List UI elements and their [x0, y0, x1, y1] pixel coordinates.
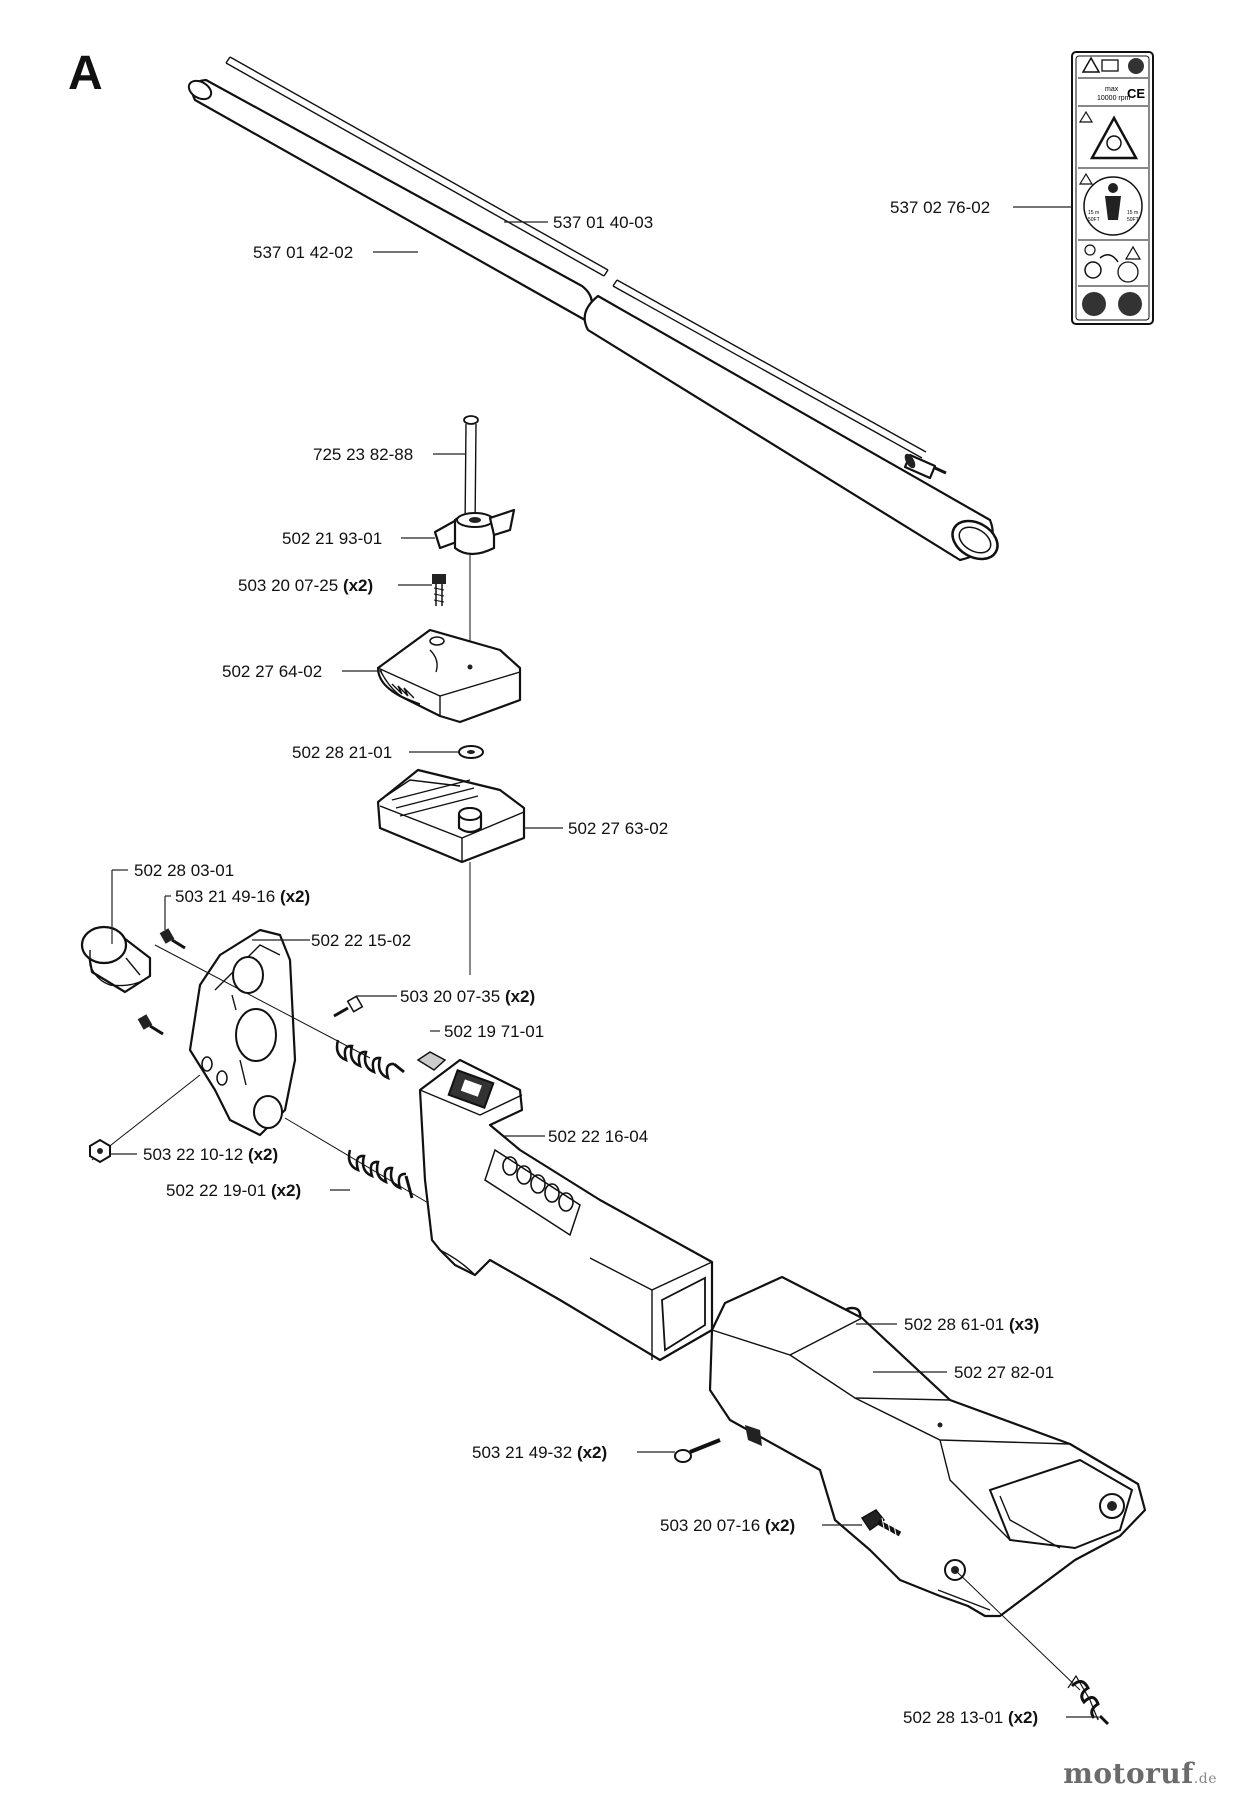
screw-503-20-07-35	[333, 995, 364, 1018]
handle-housing	[418, 1058, 714, 1362]
manual-book-icon	[1101, 59, 1119, 72]
drive-shaft	[225, 56, 927, 459]
warning-triangle-icon	[1124, 245, 1142, 260]
part-label-502-27-82-01: 502 27 82-01	[954, 1363, 1054, 1382]
part-label-537-01-40-03: 537 01 40-03	[553, 213, 653, 232]
wing-nut	[433, 508, 516, 556]
watermark-logo: motoruf.de	[1063, 1757, 1217, 1790]
part-label-502-22-16-04: 502 22 16-04	[548, 1127, 648, 1146]
warning-triangle-icon	[1078, 172, 1094, 185]
screw-503-20-07-16	[860, 1509, 902, 1537]
part-label-502-22-19-01: 502 22 19-01 (x2)	[166, 1181, 301, 1200]
spring-upper	[335, 1039, 405, 1081]
warning-sticker: max 10000 rpm CE 15 m 50FT 15 m 50FT	[1071, 51, 1154, 325]
spring-lower	[347, 1149, 414, 1199]
clip	[416, 1051, 447, 1071]
part-label-503-20-07-25: 503 20 07-25 (x2)	[238, 576, 373, 595]
part-label-502-28-61-01: 502 28 61-01 (x3)	[904, 1315, 1039, 1334]
helmet-icon	[1128, 58, 1144, 74]
sticker-rpm-line2: 10000 rpm	[1097, 95, 1131, 102]
part-label-537-02-76-02: 537 02 76-02	[890, 198, 990, 217]
part-label-502-19-71-01: 502 19 71-01	[444, 1022, 544, 1041]
hex-nut	[89, 1138, 111, 1164]
ce-mark: CE	[1127, 86, 1145, 101]
part-label-502-28-13-01: 502 28 13-01 (x2)	[903, 1708, 1038, 1727]
svg-text:50FT: 50FT	[1088, 217, 1100, 223]
section-letter: A	[68, 47, 103, 100]
part-label-503-20-07-16: 503 20 07-16 (x2)	[660, 1516, 795, 1535]
clamp-lower-half	[376, 768, 526, 864]
screw-503-21-49-32	[674, 1438, 721, 1463]
shaft-tube	[187, 78, 999, 562]
safety-distance-icon	[1083, 176, 1143, 236]
flying-debris-icon	[1106, 135, 1122, 151]
part-label-502-28-03-01: 502 28 03-01	[134, 861, 234, 880]
warning-triangle-icon	[1078, 110, 1094, 123]
part-label-502-27-63-02: 502 27 63-02	[568, 819, 668, 838]
no-hands-icon	[1117, 261, 1139, 283]
part-label-502-21-93-01: 502 21 93-01	[282, 529, 382, 548]
clamp-screw	[432, 574, 446, 606]
part-label-502-22-15-02: 502 22 15-02	[311, 931, 411, 950]
sleeve	[80, 925, 152, 994]
warning-triangle-icon	[1081, 56, 1101, 73]
svg-text:15 m: 15 m	[1127, 210, 1138, 216]
boots-icon	[1118, 292, 1142, 316]
clamp-upper-half	[376, 628, 522, 724]
handle-bracket	[188, 928, 297, 1137]
screw-503-21-49-16-top	[159, 928, 186, 950]
gloves-icon	[1082, 292, 1106, 316]
sticker-rpm-line1: max	[1105, 86, 1119, 93]
part-label-537-01-42-02: 537 01 42-02	[253, 243, 353, 262]
part-label-502-27-64-02: 502 27 64-02	[222, 662, 322, 681]
screw-503-21-49-16-lower	[137, 1014, 164, 1036]
operator-icon	[1084, 261, 1102, 279]
part-label-725-23-82-88: 725 23 82-88	[313, 445, 413, 464]
part-label-503-21-49-32: 503 21 49-32 (x2)	[472, 1443, 607, 1462]
svg-text:50FT: 50FT	[1127, 217, 1139, 223]
part-label-503-21-49-16: 503 21 49-16 (x2)	[175, 887, 310, 906]
long-bolt	[463, 415, 479, 531]
hazard-triangle-icon	[1089, 115, 1139, 160]
svg-text:15 m: 15 m	[1088, 210, 1099, 216]
part-label-503-22-10-12: 503 22 10-12 (x2)	[143, 1145, 278, 1164]
part-label-502-28-21-01: 502 28 21-01	[292, 743, 392, 762]
part-label-503-20-07-35: 503 20 07-35 (x2)	[400, 987, 535, 1006]
washer	[458, 745, 484, 759]
